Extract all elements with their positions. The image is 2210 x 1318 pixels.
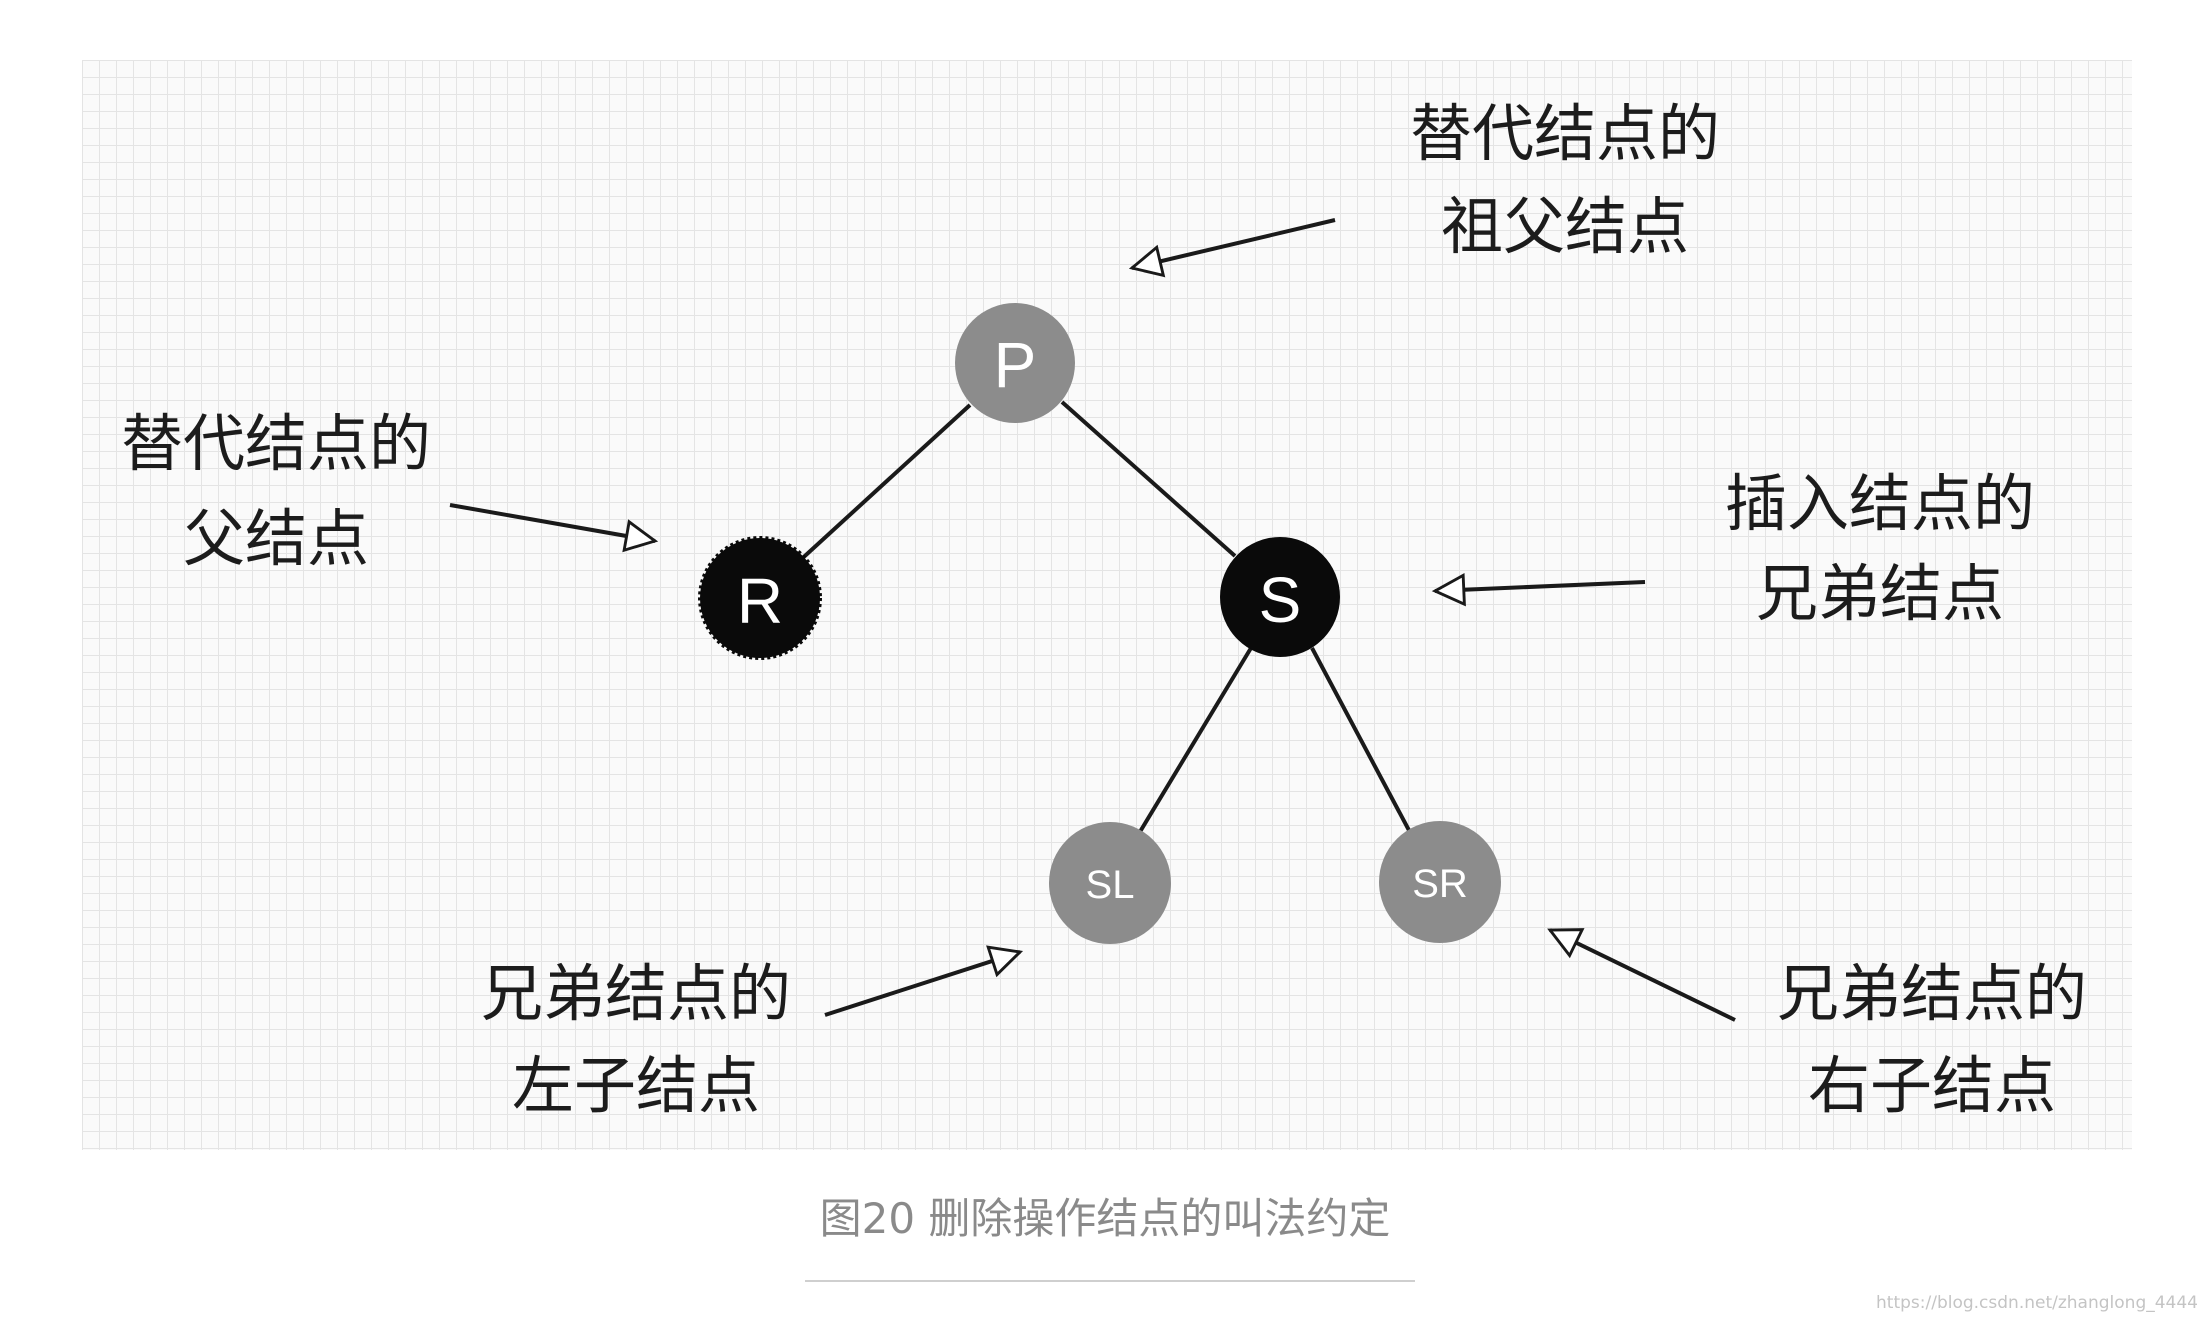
annotation-sibling: 插入结点的 兄弟结点 [1725,467,2035,630]
annotation-parent-line1: 替代结点的 [121,407,431,480]
node-p-label: P [994,329,1037,401]
annotation-sibling-line2: 兄弟结点 [1756,557,2004,630]
edge-s-sl [1133,646,1253,842]
caption-divider [805,1280,1415,1282]
annotation-parent: 替代结点的 父结点 [121,407,431,575]
annotation-sibling-right-child-line2: 右子结点 [1808,1049,2056,1122]
node-s: S [1220,537,1340,657]
annotation-grandparent: 替代结点的 祖父结点 [1410,97,1720,263]
edge-p-s [1060,400,1237,558]
arrow-parent [449,503,659,553]
arrow-grandparent [1128,218,1336,278]
source-watermark: https://blog.csdn.net/zhanglong_4444 [1876,1293,2198,1313]
edge-s-sr [1310,647,1414,837]
arrow-sibling-left-child [824,945,1024,1017]
annotation-sibling-left-child-line2: 左子结点 [512,1049,760,1122]
annotation-sibling-right-child: 兄弟结点的 右子结点 [1777,957,2087,1122]
node-p-circle [955,303,1075,423]
node-sr-circle [1379,821,1501,943]
grid-background [82,60,2132,1150]
node-r-label: R [737,565,783,637]
node-p: P [955,303,1075,423]
annotation-grandparent-line1: 替代结点的 [1410,97,1720,170]
tree-edges [793,400,1414,842]
node-s-circle [1220,537,1340,657]
node-sl-label: SL [1086,863,1135,907]
node-sr: SR [1379,821,1501,943]
annotation-arrows [449,218,1736,1022]
node-r: R [698,536,822,660]
node-sl-circle [1049,822,1171,944]
arrow-sibling-right-child [1547,928,1736,1022]
node-s-label: S [1259,564,1302,636]
annotation-sibling-line1: 插入结点的 [1725,467,2035,540]
annotation-sibling-right-child-line1: 兄弟结点的 [1777,957,2087,1030]
annotation-sibling-left-child: 兄弟结点的 左子结点 [481,957,791,1122]
annotation-parent-line2: 父结点 [183,502,369,575]
edge-p-r [793,403,972,567]
annotation-grandparent-line2: 祖父结点 [1441,190,1689,263]
node-r-circle [698,536,822,660]
node-sl: SL [1049,822,1171,944]
arrow-sibling [1431,572,1646,607]
figure-caption: 图20 删除操作结点的叫法约定 [819,1194,1391,1243]
annotation-sibling-left-child-line1: 兄弟结点的 [481,957,791,1030]
node-sr-label: SR [1412,862,1468,906]
